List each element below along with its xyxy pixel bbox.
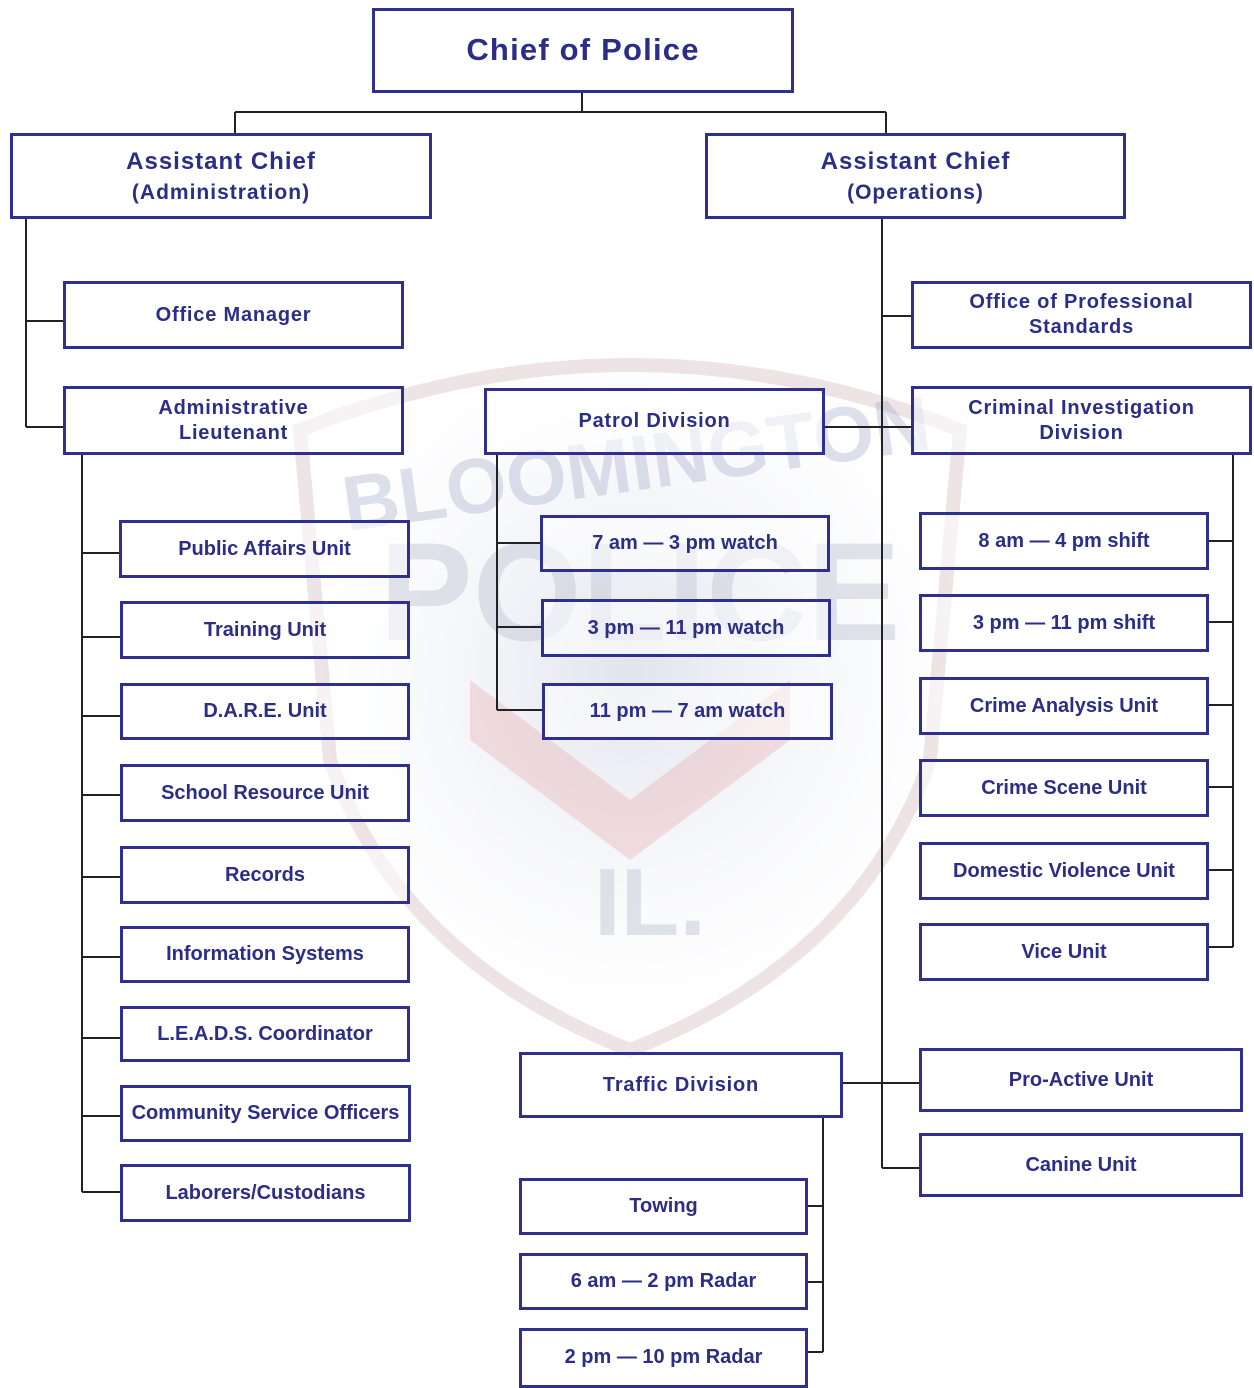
ops-standards-line2: Standards <box>1028 316 1134 338</box>
crime-scene-unit-box: Crime Scene Unit <box>919 759 1209 817</box>
watch-7am-3pm-box: 7 am — 3 pm watch <box>540 515 830 572</box>
public-affairs-unit-box: Public Affairs Unit <box>119 520 410 578</box>
chief-of-police-box: Chief of Police <box>372 8 794 93</box>
canine-unit-box: Canine Unit <box>919 1133 1243 1197</box>
cid-unit-label: Crime Analysis Unit <box>969 694 1159 717</box>
watermark-bottom-text: IL. <box>594 849 706 956</box>
records-box: Records <box>120 846 410 904</box>
cid-line1: Criminal Investigation <box>968 396 1195 419</box>
unit-label: L.E.A.D.S. Coordinator <box>157 1022 373 1045</box>
admin-lieutenant-line2: Lieutenant <box>178 421 289 444</box>
towing-box: Towing <box>519 1178 808 1235</box>
cid-unit-label: Crime Scene Unit <box>981 776 1147 799</box>
unit-label: Laborers/Custodians <box>165 1181 366 1204</box>
watch-3pm-11pm-box: 3 pm — 11 pm watch <box>541 599 831 657</box>
domestic-violence-unit-box: Domestic Violence Unit <box>919 842 1209 900</box>
information-systems-box: Information Systems <box>120 926 410 983</box>
crime-analysis-unit-box: Crime Analysis Unit <box>919 677 1209 735</box>
unit-label: Community Service Officers <box>131 1102 400 1124</box>
vice-unit-box: Vice Unit <box>919 923 1209 981</box>
assistant-chief-operations-box: Assistant Chief (Operations) <box>705 133 1126 219</box>
cid-unit-label: Vice Unit <box>1021 940 1107 963</box>
traffic-division-label: Traffic Division <box>602 1073 760 1096</box>
admin-lieutenant-line1: Administrative <box>158 396 309 419</box>
radar-2pm-10pm-box: 2 pm — 10 pm Radar <box>519 1328 808 1388</box>
unit-label: School Resource Unit <box>161 781 369 804</box>
office-manager-box: Office Manager <box>63 281 404 349</box>
shift-3pm-11pm-box: 3 pm — 11 pm shift <box>919 594 1209 652</box>
assistant-chief-admin-subtitle: (Administration) <box>131 181 311 205</box>
pro-active-unit-label: Pro-Active Unit <box>1008 1068 1154 1091</box>
office-manager-label: Office Manager <box>155 303 312 326</box>
unit-label: Records <box>224 863 306 886</box>
leads-coordinator-box: L.E.A.D.S. Coordinator <box>120 1006 410 1062</box>
cid-line2: Division <box>1039 421 1124 444</box>
traffic-division-box: Traffic Division <box>519 1052 843 1118</box>
traffic-unit-label: 6 am — 2 pm Radar <box>570 1270 757 1292</box>
watch-11pm-7am-box: 11 pm — 7 am watch <box>542 683 833 740</box>
assistant-chief-administration-box: Assistant Chief (Administration) <box>10 133 432 219</box>
watch-label: 7 am — 3 pm watch <box>592 532 778 554</box>
school-resource-unit-box: School Resource Unit <box>120 764 410 822</box>
canine-unit-label: Canine Unit <box>1025 1153 1137 1176</box>
cid-unit-label: 8 am — 4 pm shift <box>978 530 1150 552</box>
patrol-division-box: Patrol Division <box>484 388 825 455</box>
training-unit-box: Training Unit <box>120 601 410 659</box>
pro-active-unit-box: Pro-Active Unit <box>919 1048 1243 1112</box>
unit-label: D.A.R.E. Unit <box>203 700 327 722</box>
cid-unit-label: 3 pm — 11 pm shift <box>972 612 1156 634</box>
administrative-lieutenant-box: Administrative Lieutenant <box>63 386 404 455</box>
unit-label: Public Affairs Unit <box>178 537 351 560</box>
criminal-investigation-division-box: Criminal Investigation Division <box>911 386 1252 455</box>
community-service-officers-box: Community Service Officers <box>120 1085 411 1142</box>
shift-8am-4pm-box: 8 am — 4 pm shift <box>919 512 1209 570</box>
unit-label: Training Unit <box>203 618 327 641</box>
assistant-chief-admin-title: Assistant Chief <box>126 147 316 175</box>
traffic-unit-label: 2 pm — 10 pm Radar <box>564 1346 763 1368</box>
laborers-custodians-box: Laborers/Custodians <box>120 1164 411 1222</box>
watch-label: 3 pm — 11 pm watch <box>587 616 785 639</box>
unit-label: Information Systems <box>166 943 364 965</box>
cid-unit-label: Domestic Violence Unit <box>953 859 1175 882</box>
office-of-professional-standards-box: Office of Professional Standards <box>911 281 1252 349</box>
traffic-unit-label: Towing <box>629 1195 698 1217</box>
assistant-chief-ops-subtitle: (Operations) <box>847 181 984 205</box>
assistant-chief-ops-title: Assistant Chief <box>820 147 1011 175</box>
dare-unit-box: D.A.R.E. Unit <box>120 683 410 740</box>
watch-label: 11 pm — 7 am watch <box>589 700 786 722</box>
patrol-division-label: Patrol Division <box>578 410 731 432</box>
ops-standards-line1: Office of Professional <box>969 291 1194 313</box>
radar-6am-2pm-box: 6 am — 2 pm Radar <box>519 1253 808 1310</box>
chief-of-police-label: Chief of Police <box>466 32 700 68</box>
